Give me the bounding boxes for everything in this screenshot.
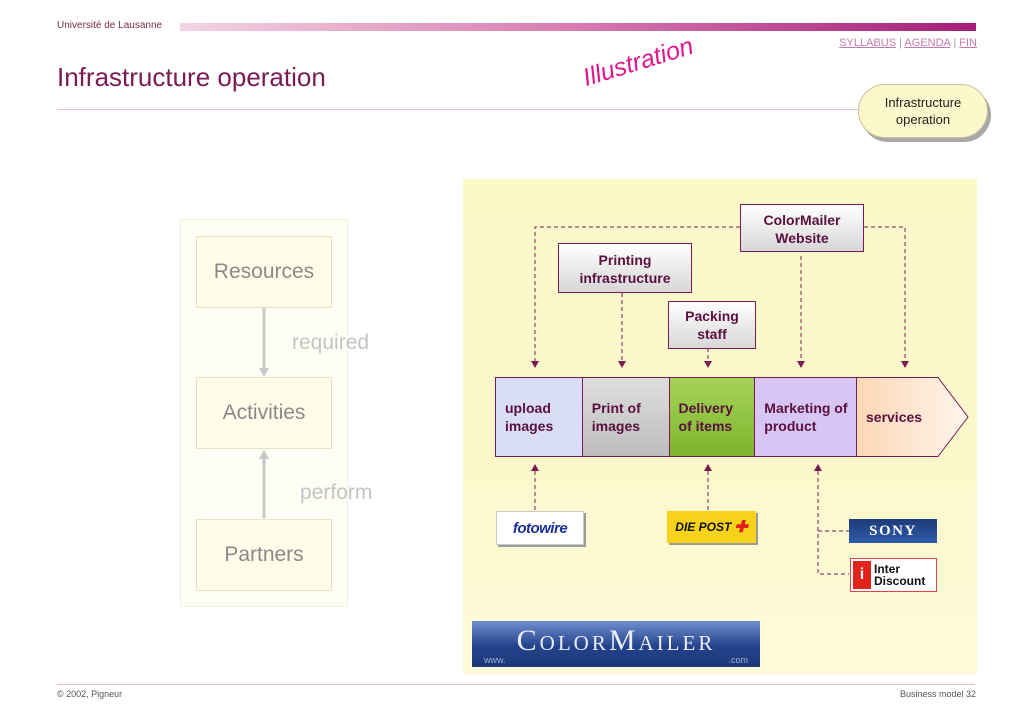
- activities-label: Activities: [222, 401, 306, 424]
- arrow-head: [901, 361, 909, 368]
- activity-chain: upload images Print of images Delivery o…: [495, 377, 858, 457]
- sony-logo: SONY: [849, 519, 937, 543]
- activity-services-label: services: [866, 409, 923, 425]
- activities-box: Activities: [196, 377, 332, 449]
- title-divider: [57, 109, 975, 110]
- required-label: required: [292, 331, 370, 354]
- arrow-head: [618, 361, 626, 368]
- fotowire-logo-text: fotowire: [512, 519, 568, 537]
- website-resource-box: ColorMailer Website: [740, 204, 864, 252]
- copyright: © 2002, Pigneur: [57, 689, 123, 699]
- interdiscount-line-2: Discount: [874, 574, 926, 588]
- perform-label: perform: [300, 481, 373, 504]
- activity-print-label: Print of images: [591, 400, 641, 434]
- printing-resource-box: Printing infrastructure: [558, 243, 692, 293]
- colormailer-logo: ColorMailer www. .com: [472, 621, 760, 667]
- arrow-head: [814, 464, 822, 471]
- interdiscount-text: Inter Discount: [874, 563, 925, 587]
- swiss-cross-icon: ✚: [734, 519, 748, 536]
- nav-separator: |: [899, 37, 902, 49]
- nav-links: SYLLABUS | AGENDA | FIN: [839, 37, 977, 49]
- arrow-head: [531, 464, 539, 471]
- syllabus-link[interactable]: SYLLABUS: [839, 37, 897, 49]
- arrow-head: [531, 361, 539, 368]
- activity-print: Print of images: [582, 378, 670, 456]
- sony-logo-text: SONY: [869, 522, 917, 539]
- diepost-logo: DIE POST ✚: [667, 511, 756, 543]
- fotowire-logo: fotowire: [496, 511, 584, 545]
- activity-delivery: Delivery of items: [669, 378, 756, 456]
- arrow-head: [797, 361, 805, 368]
- partners-box: Partners: [196, 519, 332, 591]
- perform-arrow-head: [259, 450, 269, 459]
- colormailer-logo-text: ColorMailer: [516, 624, 716, 657]
- fin-link[interactable]: FIN: [959, 37, 977, 49]
- page-title: Infrastructure operation: [57, 62, 326, 92]
- website-to-upload-line: [534, 226, 740, 361]
- packing-resource-label: Packing staff: [685, 308, 739, 342]
- activity-marketing: Marketing of product: [755, 378, 858, 456]
- section-badge-label: Infrastructure operation: [884, 95, 962, 127]
- website-to-services-line: [864, 226, 906, 361]
- footer-divider: [57, 684, 975, 685]
- section-badge: Infrastructure operation: [858, 84, 988, 138]
- nav-separator: |: [953, 37, 957, 49]
- agenda-link[interactable]: AGENDA: [904, 37, 951, 49]
- website-resource-label: ColorMailer Website: [763, 212, 841, 246]
- required-arrow-head: [259, 368, 269, 377]
- interdiscount-line-1: Inter: [874, 562, 901, 576]
- services-arrow-shape: [856, 377, 969, 457]
- partners-label: Partners: [224, 543, 304, 566]
- activity-delivery-label: Delivery of items: [678, 400, 734, 434]
- arrow-head: [704, 361, 712, 368]
- slide-number: Business model 32: [899, 689, 976, 699]
- interdiscount-logo: i Inter Discount: [850, 558, 937, 592]
- activity-upload: upload images: [496, 378, 583, 456]
- left-arrows: [259, 308, 269, 518]
- interdiscount-mark-icon: i: [853, 561, 871, 589]
- connector-lines: [531, 226, 909, 575]
- packing-resource-box: Packing staff: [668, 301, 756, 349]
- resources-label: Resources: [213, 260, 315, 283]
- printing-resource-label: Printing infrastructure: [579, 252, 671, 286]
- diepost-logo-text: DIE POST: [675, 520, 732, 534]
- activity-upload-label: upload images: [505, 400, 554, 434]
- header-bar: [180, 23, 976, 31]
- interdiscount-to-marketing-line: [817, 471, 849, 575]
- activity-marketing-label: Marketing of product: [764, 400, 848, 434]
- colormailer-url-left: www.: [484, 655, 506, 665]
- arrow-head: [704, 464, 712, 471]
- colormailer-url-right: .com: [728, 655, 748, 665]
- resources-box: Resources: [196, 236, 332, 308]
- illustration-label: Illustration: [579, 31, 697, 93]
- university-name: Université de Lausanne: [57, 20, 163, 31]
